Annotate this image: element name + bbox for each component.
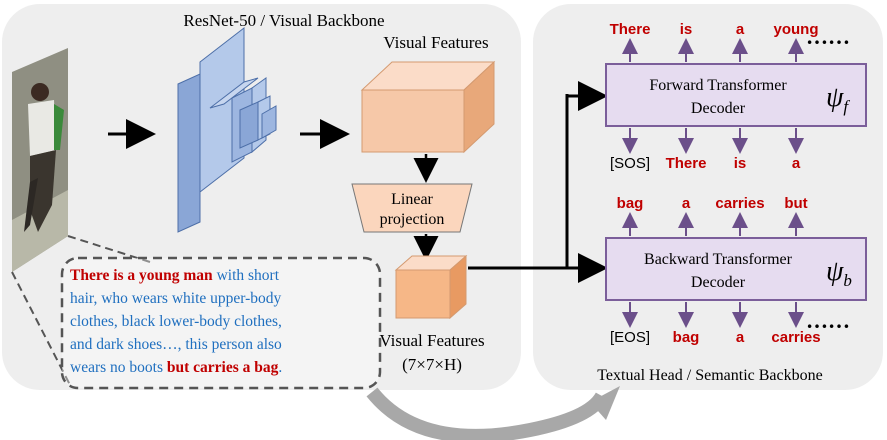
caption-line: wears no boots but carries a bag. xyxy=(70,359,282,376)
caption-line: and dark shoes…, this person also xyxy=(70,336,282,353)
backbone-title: ResNet-50 / Visual Backbone xyxy=(183,11,384,30)
resnet-block-1 xyxy=(177,73,201,233)
backward-decoder-block xyxy=(605,237,867,301)
backward-psi-symbol: ψb xyxy=(826,256,852,290)
caption-highlight: There is a young man xyxy=(70,267,213,284)
resnet-backbone xyxy=(177,26,277,233)
visual-features-top-label: Visual Features xyxy=(383,33,488,52)
curved-arrow xyxy=(366,387,609,440)
forward-output-token: There xyxy=(610,21,651,38)
forward-output-token: a xyxy=(736,21,745,38)
forward-input-token: a xyxy=(792,155,801,172)
visual-features-bottom-dims: (7×7×H) xyxy=(402,355,462,374)
forward-output-token: is xyxy=(680,21,693,38)
linear-projection-block xyxy=(351,183,473,233)
visual-features-cube-bottom xyxy=(394,254,468,320)
caption-highlight: but carries a bag xyxy=(163,359,279,376)
caption-line: There is a young man with short xyxy=(70,267,280,284)
linear-projection-label-2: projection xyxy=(380,211,445,228)
forward-decoder-label-2: Decoder xyxy=(691,100,746,117)
forward-input-token: is xyxy=(734,155,747,172)
caption-segment: wears no boots xyxy=(70,359,163,376)
backward-input-token: a xyxy=(736,329,745,346)
backward-decoder-label-1: Backward Transformer xyxy=(644,251,793,268)
token-layer: There is a young [SOS] There is a bag a carries but… xyxy=(610,21,821,346)
resnet-block-3 xyxy=(209,77,259,109)
backward-ellipsis: …… xyxy=(806,308,850,333)
right-panel-title: Textual Head / Semantic Backbone xyxy=(597,367,822,384)
caption-line: hair, who wears white upper-body xyxy=(70,290,282,307)
caption-line: clothes, black lower-body clothes, xyxy=(70,313,282,330)
image-dashed-connector-right xyxy=(67,235,151,263)
resnet-block-8 xyxy=(261,105,277,139)
linear-projection-label-1: Linear xyxy=(391,191,433,208)
caption-box xyxy=(60,256,382,390)
forward-output-token: young xyxy=(774,21,819,38)
forward-decoder-label-1: Forward Transformer xyxy=(649,77,787,94)
backward-decoder-label-2: Decoder xyxy=(691,274,746,291)
forward-decoder-block xyxy=(605,63,867,127)
forward-input-token: There xyxy=(666,155,707,172)
backward-output-token: bag xyxy=(617,195,644,212)
backward-input-token: bag xyxy=(673,329,700,346)
forward-input-token: [SOS] xyxy=(610,155,650,172)
caption-segment: . xyxy=(278,359,282,376)
caption-segment: clothes, black lower-body clothes, xyxy=(70,313,282,330)
pedestrian-image xyxy=(11,48,151,386)
caption-text: There is a young man with short hair, who… xyxy=(70,267,282,376)
backward-output-token: but xyxy=(784,195,807,212)
caption-segment: hair, who wears white upper-body xyxy=(70,290,282,307)
backward-input-token: [EOS] xyxy=(610,329,650,346)
backward-input-token: carries xyxy=(771,329,820,346)
visual-features-bottom-label: Visual Features xyxy=(379,331,484,350)
resnet-block-6 xyxy=(239,101,259,149)
image-dashed-connector-left xyxy=(11,271,71,386)
backward-output-token: carries xyxy=(715,195,764,212)
visual-features-cube-top xyxy=(360,60,496,154)
forward-ellipsis: …… xyxy=(806,24,850,49)
forward-psi-symbol: ψf xyxy=(826,82,850,116)
backward-output-token: a xyxy=(682,195,691,212)
caption-segment: with short xyxy=(213,267,280,284)
caption-segment: and dark shoes…, this person also xyxy=(70,336,282,353)
curved-arrow-head xyxy=(590,386,620,420)
